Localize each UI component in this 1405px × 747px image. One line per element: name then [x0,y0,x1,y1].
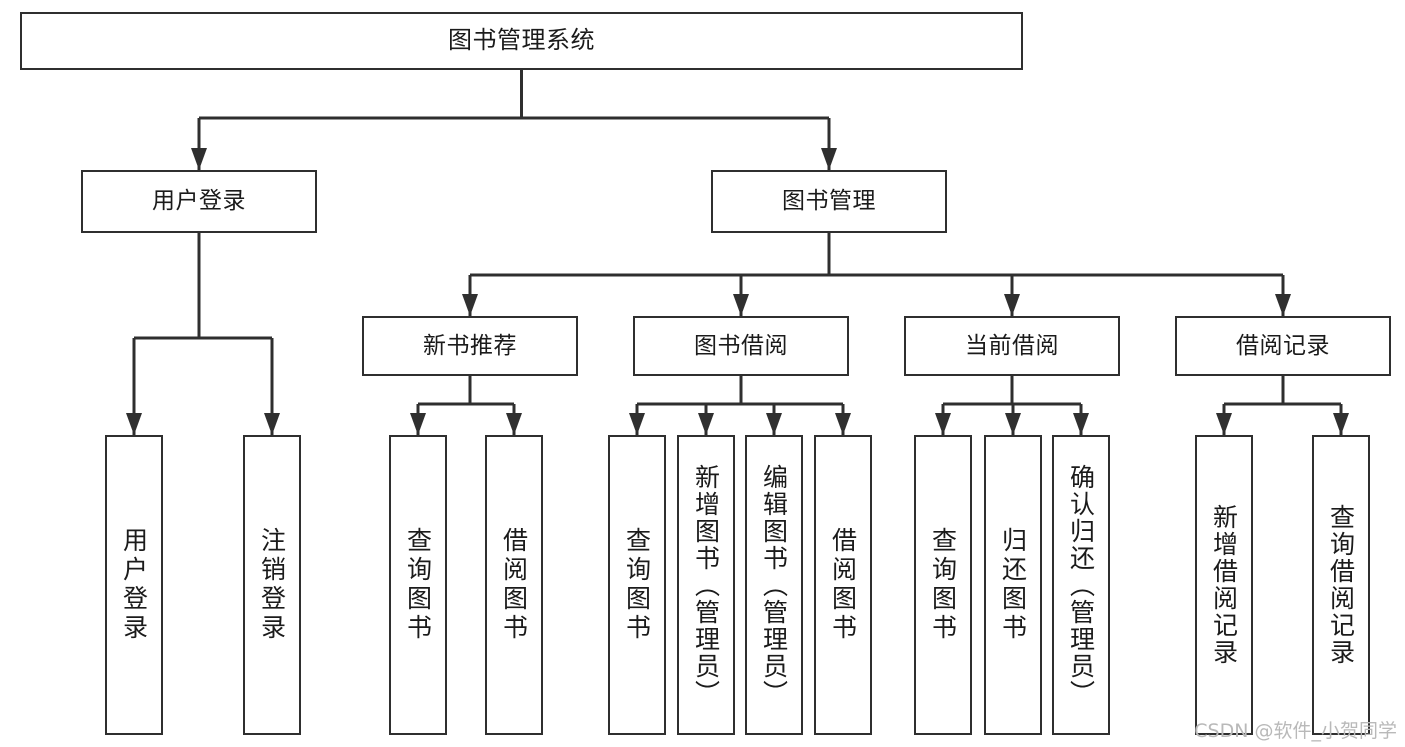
node-root[interactable]: 图书管理系统 [20,12,1023,70]
node-leaf-query-book-3[interactable]: 查询图书 [914,435,972,735]
node-label: 图书借阅 [694,332,788,359]
node-label: 当前借阅 [965,332,1059,359]
node-label: 借阅图书 [828,527,858,643]
node-book-manage[interactable]: 图书管理 [711,170,947,233]
node-leaf-borrow-book-2[interactable]: 借阅图书 [814,435,872,735]
watermark: CSDN @软件_小贺同学 [1194,720,1397,742]
node-label: 新书推荐 [423,332,517,359]
node-leaf-confirm-return[interactable]: 确认归还（管理员） [1052,435,1110,735]
node-label: 新增图书（管理员） [691,463,721,707]
node-leaf-user-login[interactable]: 用户登录 [105,435,163,735]
node-leaf-edit-book[interactable]: 编辑图书（管理员） [745,435,803,735]
node-leaf-add-book[interactable]: 新增图书（管理员） [677,435,735,735]
node-book-borrow[interactable]: 图书借阅 [633,316,849,376]
node-label: 编辑图书（管理员） [759,463,789,707]
node-label: 查询图书 [928,527,958,643]
node-label: 借阅记录 [1236,332,1330,359]
node-leaf-add-record[interactable]: 新增借阅记录 [1195,435,1253,735]
node-label: 用户登录 [152,188,246,215]
node-leaf-query-book-1[interactable]: 查询图书 [389,435,447,735]
node-label: 确认归还（管理员） [1066,463,1096,707]
node-label: 归还图书 [998,527,1028,643]
node-label: 查询图书 [622,527,652,643]
node-leaf-query-record[interactable]: 查询借阅记录 [1312,435,1370,735]
node-label: 图书管理 [782,188,876,215]
node-label: 借阅图书 [499,527,529,643]
node-borrow-record[interactable]: 借阅记录 [1175,316,1391,376]
node-label: 用户登录 [119,527,149,643]
node-leaf-user-logout[interactable]: 注销登录 [243,435,301,735]
node-label: 图书管理系统 [448,26,595,55]
node-leaf-query-book-2[interactable]: 查询图书 [608,435,666,735]
node-user-login[interactable]: 用户登录 [81,170,317,233]
node-label: 查询借阅记录 [1326,504,1356,666]
node-current-borrow[interactable]: 当前借阅 [904,316,1120,376]
node-label: 注销登录 [257,527,287,643]
node-leaf-return-book[interactable]: 归还图书 [984,435,1042,735]
node-label: 新增借阅记录 [1209,504,1239,666]
node-leaf-borrow-book-1[interactable]: 借阅图书 [485,435,543,735]
node-new-book-rec[interactable]: 新书推荐 [362,316,578,376]
node-label: 查询图书 [403,527,433,643]
